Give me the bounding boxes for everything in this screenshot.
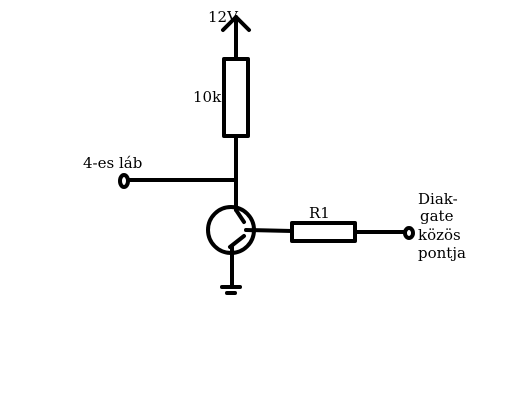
output-terminal <box>403 226 415 240</box>
input-pin-label: 4-es láb <box>83 154 142 172</box>
output-label-line1: Diak- <box>418 190 458 208</box>
transistor-base-wire <box>244 228 294 233</box>
resistor-top-label: 10k <box>193 88 222 106</box>
transistor-collector-lead <box>234 208 246 224</box>
resistor-10k <box>222 57 250 138</box>
resistor-r1-label: R1 <box>309 204 330 222</box>
output-label-line3: közös <box>418 226 461 244</box>
output-label-line4: pontja <box>418 244 466 262</box>
output-label-line2: gate <box>420 207 454 225</box>
resistor-r1 <box>290 221 357 243</box>
supply-label: 12V <box>208 8 239 26</box>
